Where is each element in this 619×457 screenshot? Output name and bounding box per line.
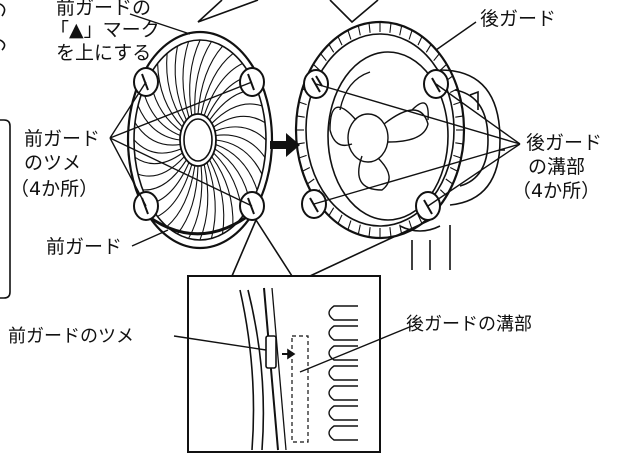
- rear-guard-slot: [337, 36, 343, 46]
- guard-spoke: [174, 45, 187, 121]
- rear-guard-slot: [408, 30, 413, 40]
- right-arrow-icon: [270, 133, 300, 157]
- detail-groove-slot: [328, 305, 358, 321]
- rear-guard-slot: [328, 207, 335, 216]
- mark-instruction-line3: を上にする: [56, 42, 152, 64]
- guard-spoke: [142, 159, 187, 191]
- guard-spoke: [215, 143, 258, 191]
- info-box-outline: [0, 119, 11, 299]
- leader-lines: [109, 13, 521, 247]
- rear-guard-slot: [433, 53, 440, 62]
- rear-guard-slot: [298, 101, 307, 106]
- rear-guard-slot: [306, 178, 315, 185]
- rear-guard-slot: [298, 154, 307, 159]
- guard-spoke: [137, 105, 181, 141]
- guard-spoke: [209, 159, 225, 235]
- guard-spoke: [133, 139, 182, 154]
- curl-mark: [0, 3, 6, 51]
- guard-spoke: [213, 152, 243, 217]
- rear-guard-slot: [320, 53, 327, 62]
- rear-guard-slot: [328, 44, 335, 53]
- rear-guard-slot: [399, 25, 403, 36]
- guard-spoke: [213, 115, 266, 128]
- detail-groove-slot: [328, 345, 358, 361]
- rear-guard-slot: [337, 214, 343, 224]
- rear-guard-slot: [368, 22, 371, 33]
- rear-guard-slot: [357, 224, 361, 235]
- detail-rear-groove-label: 後ガードの溝部: [406, 314, 532, 335]
- rear-guard-slot: [445, 178, 454, 185]
- guard-spoke: [214, 126, 267, 141]
- detail-inset: [173, 219, 431, 453]
- guard-spoke: [194, 41, 212, 115]
- guard-spoke: [211, 156, 234, 227]
- guard-spoke: [215, 134, 266, 158]
- detail-groove-slot: [328, 425, 358, 441]
- guard-spoke: [166, 53, 185, 124]
- rear-guard-slot: [455, 142, 464, 145]
- detail-groove-slot: [328, 385, 358, 401]
- mark-instruction-line1: 前ガードの: [56, 0, 152, 19]
- guard-spoke: [203, 63, 243, 116]
- guard-spoke: [200, 52, 234, 115]
- guard-spoke: [189, 39, 201, 116]
- detail-groove-slot: [328, 405, 358, 421]
- guard-spoke: [182, 41, 190, 118]
- rear-guard-slot: [389, 227, 392, 238]
- rear-guard-slot: [453, 154, 462, 159]
- rear-guard-slot: [449, 167, 458, 172]
- rear-guard-slot: [347, 220, 352, 230]
- front-guard-label: 前ガード: [46, 236, 123, 258]
- guard-spoke: [157, 164, 193, 217]
- rear-grooves-label-line2: の溝部: [528, 156, 586, 178]
- detail-groove-slot: [328, 365, 358, 381]
- rear-guard-slot: [357, 25, 361, 36]
- detail-front-tab-label: 前ガードのツメ: [8, 326, 134, 347]
- rear-guard-drawing: [294, 20, 505, 270]
- rear-guard-slot: [449, 88, 458, 93]
- rear-guard-slot: [296, 115, 305, 118]
- guard-spoke: [137, 156, 185, 177]
- guard-spoke: [157, 63, 183, 128]
- guard-spoke: [197, 45, 224, 115]
- guard-spoke: [176, 165, 199, 235]
- guard-spoke: [199, 164, 209, 241]
- rear-guard-slot: [389, 22, 392, 33]
- rear-guard-slot: [425, 44, 432, 53]
- rear-guard-label: 後ガード: [480, 8, 557, 30]
- guard-spoke: [211, 103, 263, 124]
- rear-grooves-label-line3: （4か所）: [512, 180, 601, 202]
- rear-guard-slot: [453, 101, 462, 106]
- detail-groove-slot: [328, 325, 358, 341]
- guard-spoke: [134, 152, 183, 165]
- rear-guard-slot: [455, 115, 464, 118]
- rear-groove-markers: [301, 69, 449, 221]
- callout-tail: [197, 0, 379, 24]
- mark-instruction-line2: 「▲」マーク: [50, 19, 160, 41]
- rear-grooves-label-line1: 後ガード: [526, 132, 603, 154]
- rear-guard-slot: [368, 227, 371, 238]
- front-tabs-label-line1: 前ガード: [24, 128, 101, 150]
- rear-guard-slot: [347, 30, 352, 40]
- guard-spoke: [215, 139, 263, 175]
- rear-guard-slot: [302, 167, 311, 172]
- guard-spoke: [166, 165, 196, 228]
- front-tabs-label-line2: のツメ: [24, 152, 82, 174]
- front-tabs-label-line3: （4か所）: [10, 178, 99, 200]
- rear-guard-slot: [417, 36, 423, 46]
- front-guard-drawing: [126, 30, 274, 250]
